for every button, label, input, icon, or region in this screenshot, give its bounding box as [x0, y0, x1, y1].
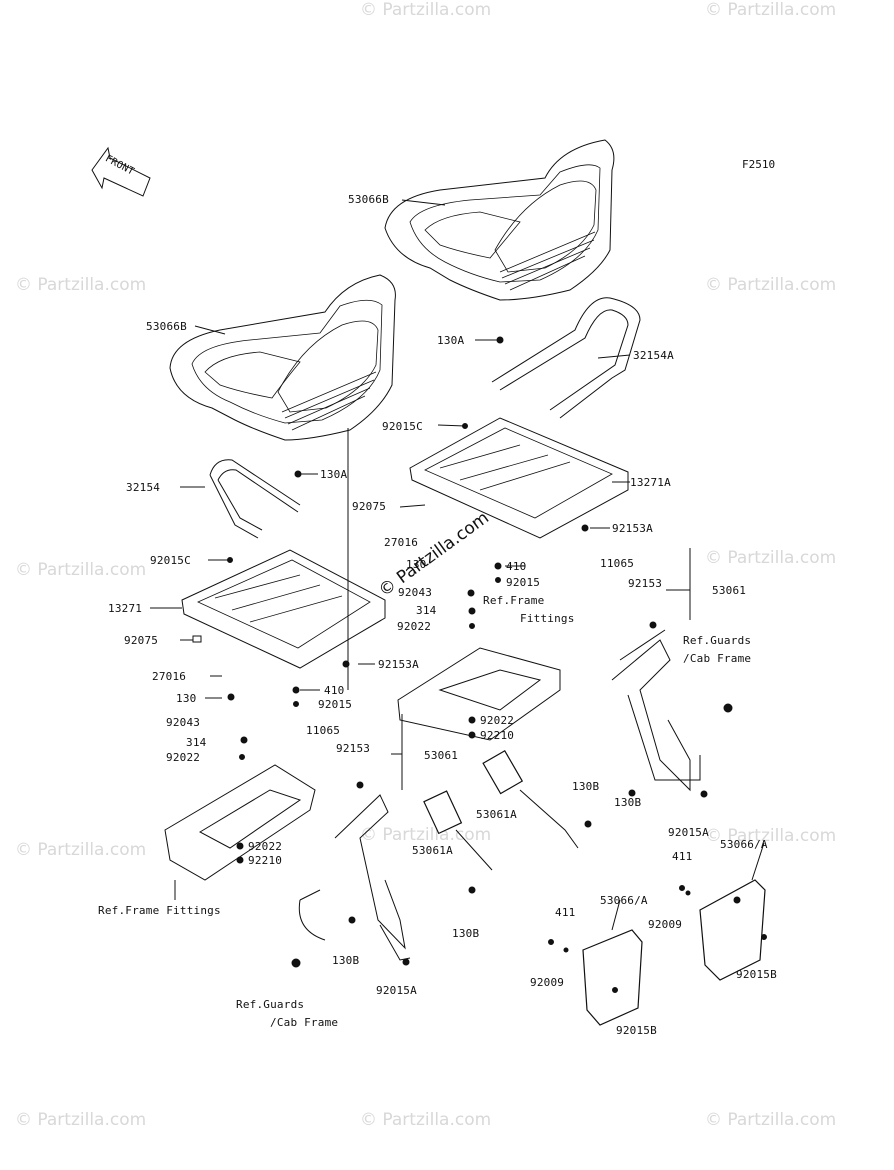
seat-base-left — [181, 549, 386, 669]
ref-guards-right-2: /Cab Frame — [683, 652, 752, 665]
label-411-a: 411 — [555, 906, 576, 919]
watermark: © Partzilla.com — [15, 275, 147, 295]
label-92210-right: 92210 — [480, 729, 515, 742]
label-92022-left: 92022 — [166, 751, 201, 764]
buckle-left — [423, 790, 463, 835]
label-92153a-left: 92153A — [378, 658, 419, 671]
ref-frame-fittings-left: Ref.Frame Fittings — [98, 904, 221, 917]
label-92015c-left: 92015C — [150, 554, 191, 567]
label-410-right: 410 — [506, 560, 527, 573]
label-53061-left: 53061 — [424, 749, 459, 762]
label-411-b: 411 — [672, 850, 693, 863]
watermark: © Partzilla.com — [705, 275, 837, 295]
label-92153-left: 92153 — [336, 742, 371, 755]
seat-left — [169, 274, 396, 441]
label-13271a: 13271A — [630, 476, 671, 489]
label-53061a-left: 53061A — [412, 844, 453, 857]
watermark: © Partzilla.com — [15, 1110, 147, 1130]
label-92022-right: 92022 — [397, 620, 432, 633]
label-92015b-a: 92015B — [616, 1024, 657, 1037]
label-130-left: 130 — [176, 692, 197, 705]
grab-bar-right — [491, 297, 641, 419]
label-92015a-right: 92015A — [668, 826, 709, 839]
label-53066b-left: 53066B — [146, 320, 187, 333]
seat-right — [384, 139, 615, 301]
label-32154: 32154 — [126, 481, 161, 494]
label-11065-right: 11065 — [600, 557, 635, 570]
label-92015a-left: 92015A — [376, 984, 417, 997]
front-arrow-icon — [91, 146, 151, 197]
label-92009-b: 92009 — [648, 918, 683, 931]
label-92009-a: 92009 — [530, 976, 565, 989]
label-92075-left: 92075 — [124, 634, 159, 647]
label-92075-right: 92075 — [352, 500, 387, 513]
watermark: © Partzilla.com — [705, 548, 837, 568]
grab-bar-left — [209, 459, 301, 539]
ref-frame-fittings-right-1: Ref.Frame — [483, 594, 545, 607]
label-92153-right: 92153 — [628, 577, 663, 590]
label-27016-left: 27016 — [152, 670, 187, 683]
label-410-left: 410 — [324, 684, 345, 697]
watermark: © Partzilla.com — [360, 1110, 492, 1130]
label-92022-right-2: 92022 — [480, 714, 515, 727]
label-130b-a: 130B — [572, 780, 600, 793]
label-314-right: 314 — [416, 604, 437, 617]
label-130-right: 130 — [406, 558, 427, 571]
label-314-left: 314 — [186, 736, 207, 749]
watermark: © Partzilla.com — [15, 840, 147, 860]
label-53066b-top: 53066B — [348, 193, 389, 206]
watermark: © Partzilla.com — [705, 1110, 837, 1130]
label-13271: 13271 — [108, 602, 143, 615]
label-92022-left-2: 92022 — [248, 840, 283, 853]
seat-base-right — [409, 417, 629, 539]
ref-guards-right-1: Ref.Guards — [683, 634, 752, 647]
label-53061a-right: 53061A — [476, 808, 517, 821]
label-11065-left: 11065 — [306, 724, 341, 737]
label-92015-right: 92015 — [506, 576, 541, 589]
watermark: © Partzilla.com — [705, 826, 837, 846]
label-130a-top: 130A — [437, 334, 465, 347]
ref-frame-fittings-right-2: Fittings — [520, 612, 575, 625]
label-92015b-b: 92015B — [736, 968, 777, 981]
seat-belt-right — [611, 639, 691, 792]
frame-bracket-left — [164, 764, 316, 881]
frame-bracket-right — [397, 647, 561, 741]
side-panel-right — [699, 879, 766, 981]
ref-guards-left-1: Ref.Guards — [236, 998, 305, 1011]
diagram-code: F2510 — [742, 158, 776, 171]
ref-guards-left-2: /Cab Frame — [270, 1016, 339, 1029]
seat-belt-left — [334, 794, 406, 950]
label-92153a-right: 92153A — [612, 522, 653, 535]
label-130b-b: 130B — [614, 796, 642, 809]
watermark: © Partzilla.com — [15, 560, 147, 580]
label-27016-right: 27016 — [384, 536, 419, 549]
label-53066a-a: 53066/A — [600, 894, 648, 907]
label-92210-left: 92210 — [248, 854, 283, 867]
watermark: © Partzilla.com — [705, 0, 837, 20]
watermark: © Partzilla.com — [360, 825, 492, 845]
label-53066a-b: 53066/A — [720, 838, 768, 851]
watermark: © Partzilla.com — [360, 0, 492, 20]
label-130a-left: 130A — [320, 468, 348, 481]
side-panel-left — [582, 929, 643, 1026]
label-130b-d: 130B — [332, 954, 360, 967]
label-53061-right: 53061 — [712, 584, 747, 597]
buckle-right — [482, 749, 524, 795]
label-92043-right: 92043 — [398, 586, 433, 599]
label-32154a: 32154A — [633, 349, 674, 362]
label-92015-left: 92015 — [318, 698, 353, 711]
label-92015c-right: 92015C — [382, 420, 423, 433]
label-92043-left: 92043 — [166, 716, 201, 729]
label-130b-c: 130B — [452, 927, 480, 940]
